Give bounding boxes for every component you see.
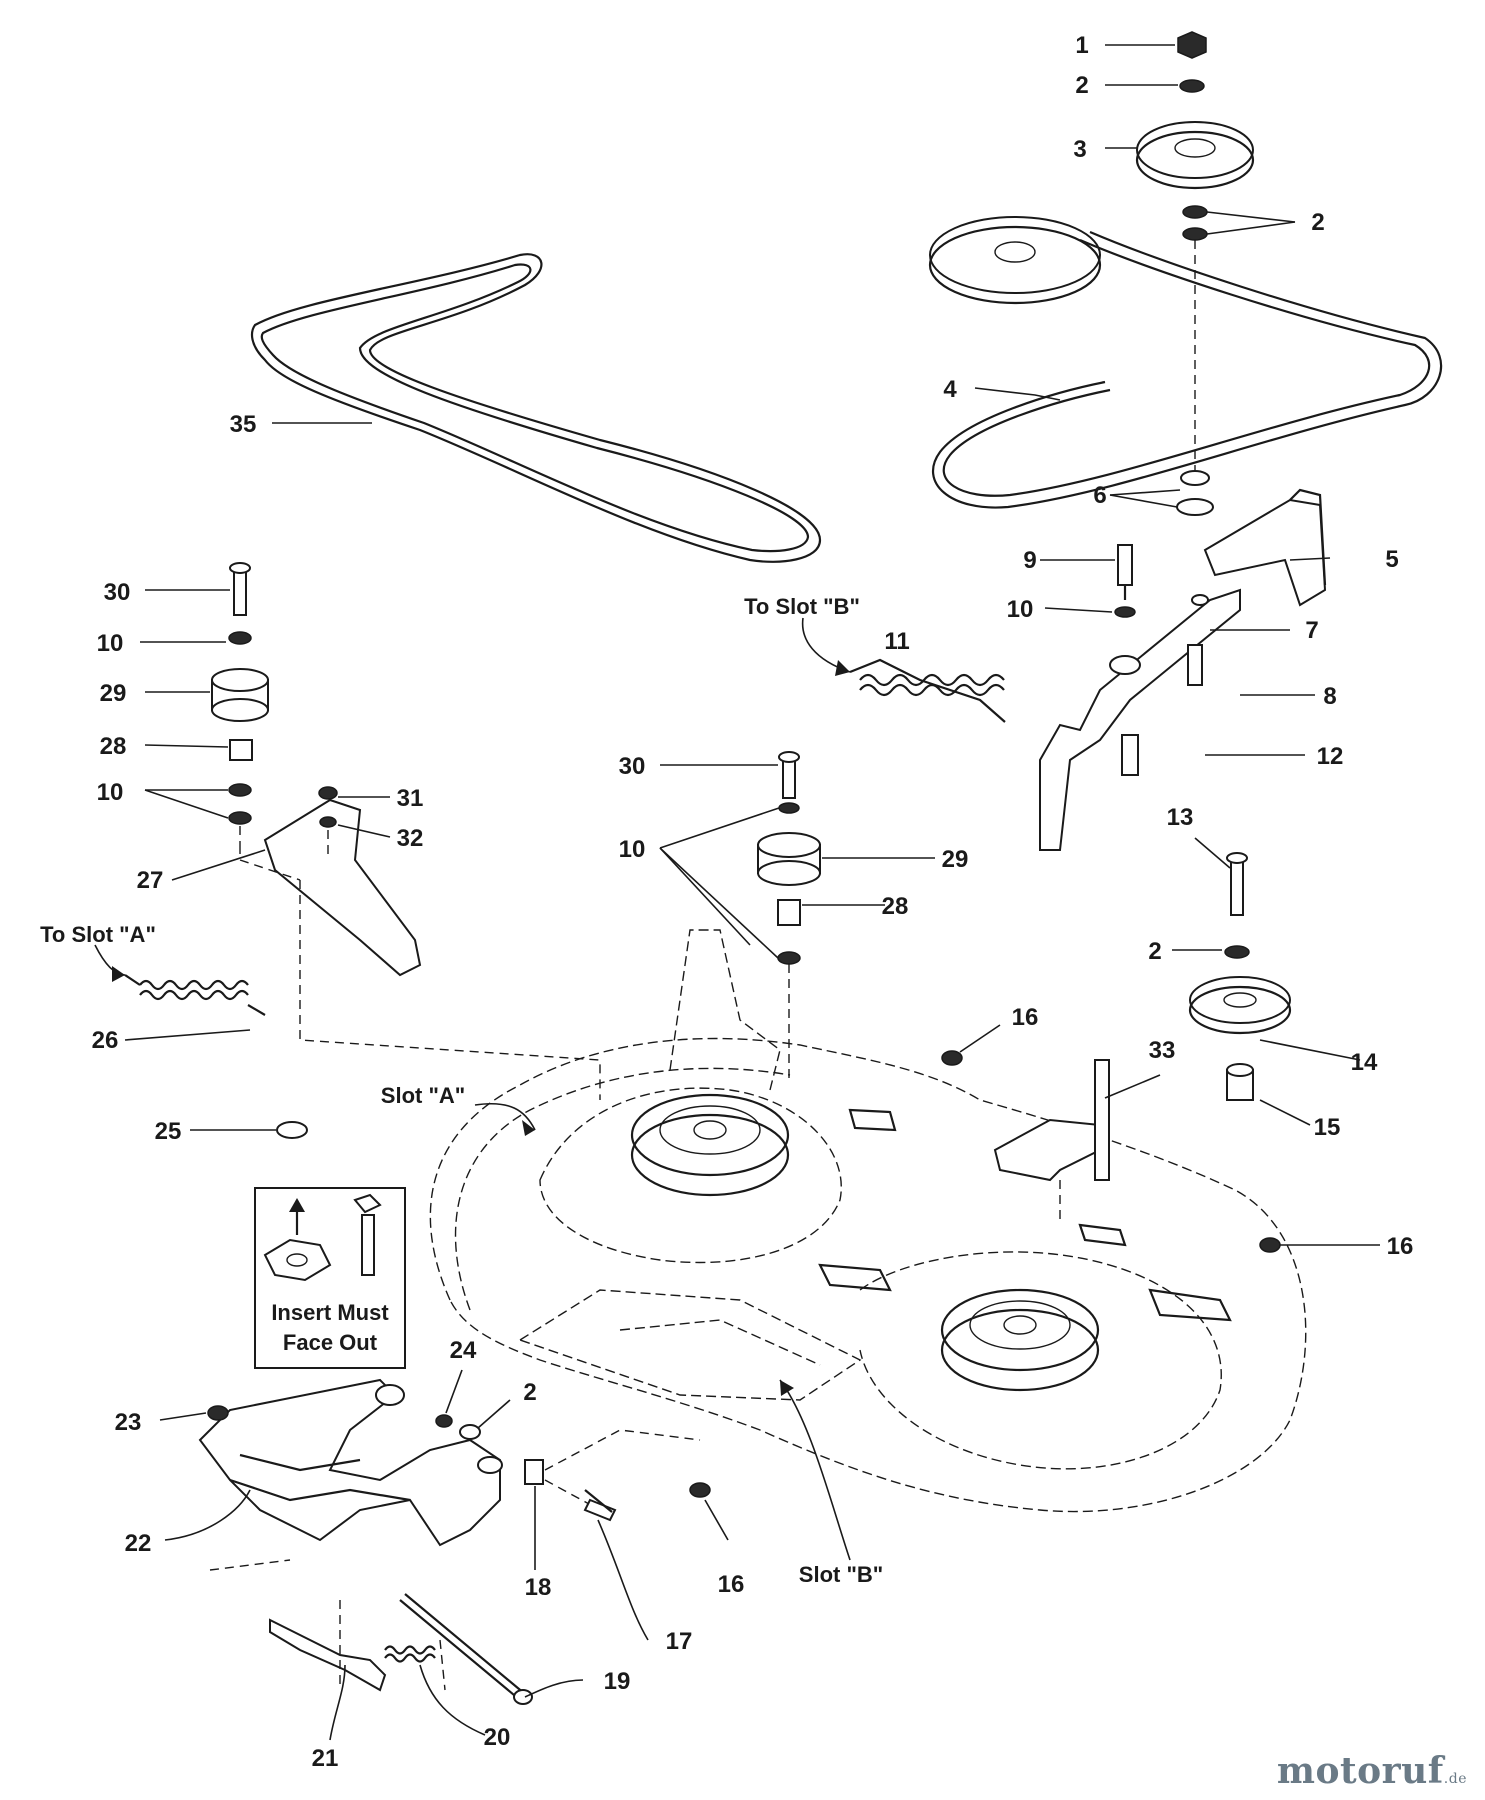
spring-26 xyxy=(124,974,266,1016)
label-part-19: 19 xyxy=(604,1668,631,1695)
label-part-29: 29 xyxy=(942,846,969,873)
label-part-2: 2 xyxy=(1148,938,1161,965)
mower-deck xyxy=(429,929,1307,1513)
label-part-12: 12 xyxy=(1317,743,1344,770)
label-part-7: 7 xyxy=(1305,617,1318,644)
label-to-slot-a: To Slot "A" xyxy=(40,922,156,947)
label-part-29: 29 xyxy=(100,680,127,707)
watermark-logo: motoruf.de xyxy=(1277,1750,1467,1792)
nuts xyxy=(276,1050,1281,1498)
pulley-stack-top xyxy=(1135,31,1255,516)
leader-lines xyxy=(124,44,1380,1741)
label-slot-a: Slot "A" xyxy=(381,1083,465,1108)
label-part-16: 16 xyxy=(1012,1004,1039,1031)
label-part-5: 5 xyxy=(1385,546,1398,573)
label-part-33: 33 xyxy=(1149,1037,1176,1064)
label-part-17: 17 xyxy=(666,1628,693,1655)
label-part-10: 10 xyxy=(97,630,124,657)
label-part-10: 10 xyxy=(1007,596,1034,623)
note-line-2: Face Out xyxy=(283,1330,378,1355)
label-part-30: 30 xyxy=(104,579,131,606)
label-part-30: 30 xyxy=(619,753,646,780)
label-part-16: 16 xyxy=(1387,1233,1414,1260)
lift-bracket-22 xyxy=(198,1378,701,1547)
label-part-2: 2 xyxy=(1311,209,1324,236)
label-part-2: 2 xyxy=(1075,72,1088,99)
label-part-1: 1 xyxy=(1075,32,1088,59)
label-part-6: 6 xyxy=(1093,482,1106,509)
label-part-4: 4 xyxy=(943,376,957,403)
label-part-21: 21 xyxy=(312,1745,339,1772)
right-pulley-stack xyxy=(1188,852,1292,1101)
bracket-27 xyxy=(239,786,601,1100)
label-part-3: 3 xyxy=(1073,136,1086,163)
label-part-24: 24 xyxy=(450,1337,477,1364)
label-part-2: 2 xyxy=(523,1379,536,1406)
label-part-26: 26 xyxy=(92,1027,119,1054)
idler-arm-assembly xyxy=(1039,488,1327,851)
label-part-8: 8 xyxy=(1323,683,1336,710)
belt-35 xyxy=(250,253,822,563)
left-pulley-stack xyxy=(211,562,269,845)
label-part-20: 20 xyxy=(484,1724,511,1751)
insert-note-box: Insert Must Face Out xyxy=(254,1187,406,1369)
label-part-18: 18 xyxy=(525,1574,552,1601)
watermark-suffix: .de xyxy=(1443,1771,1467,1787)
label-part-28: 28 xyxy=(100,733,127,760)
label-part-13: 13 xyxy=(1167,804,1194,831)
slot-labels: To Slot "B" To Slot "A" Slot "A" Slot "B… xyxy=(40,594,883,1587)
watermark-text: motoruf xyxy=(1276,1750,1444,1792)
label-part-10: 10 xyxy=(97,779,124,806)
label-to-slot-b: To Slot "B" xyxy=(744,594,860,619)
label-part-11: 11 xyxy=(884,628,909,655)
label-part-15: 15 xyxy=(1314,1114,1341,1141)
label-part-28: 28 xyxy=(882,893,909,920)
label-part-9: 9 xyxy=(1023,547,1036,574)
belt-4 xyxy=(928,216,1443,509)
label-part-35: 35 xyxy=(230,411,257,438)
linkage xyxy=(209,1489,617,1705)
label-part-10: 10 xyxy=(619,836,646,863)
label-part-32: 32 xyxy=(397,825,424,852)
bracket-33 xyxy=(993,1059,1110,1220)
center-pulley-stack xyxy=(757,751,821,1080)
spring-11 xyxy=(849,658,1006,723)
label-part-22: 22 xyxy=(125,1530,152,1557)
slot-arrows xyxy=(94,617,851,1561)
part-number-labels: 1 2 3 2 4 35 6 5 9 10 7 8 11 12 30 10 29… xyxy=(92,32,1414,1772)
label-part-31: 31 xyxy=(397,785,424,812)
label-part-14: 14 xyxy=(1351,1049,1378,1076)
label-part-23: 23 xyxy=(115,1409,142,1436)
label-part-27: 27 xyxy=(137,867,164,894)
label-part-16: 16 xyxy=(718,1571,745,1598)
label-part-25: 25 xyxy=(155,1118,182,1145)
label-slot-b: Slot "B" xyxy=(799,1562,883,1587)
note-line-1: Insert Must xyxy=(271,1300,389,1325)
